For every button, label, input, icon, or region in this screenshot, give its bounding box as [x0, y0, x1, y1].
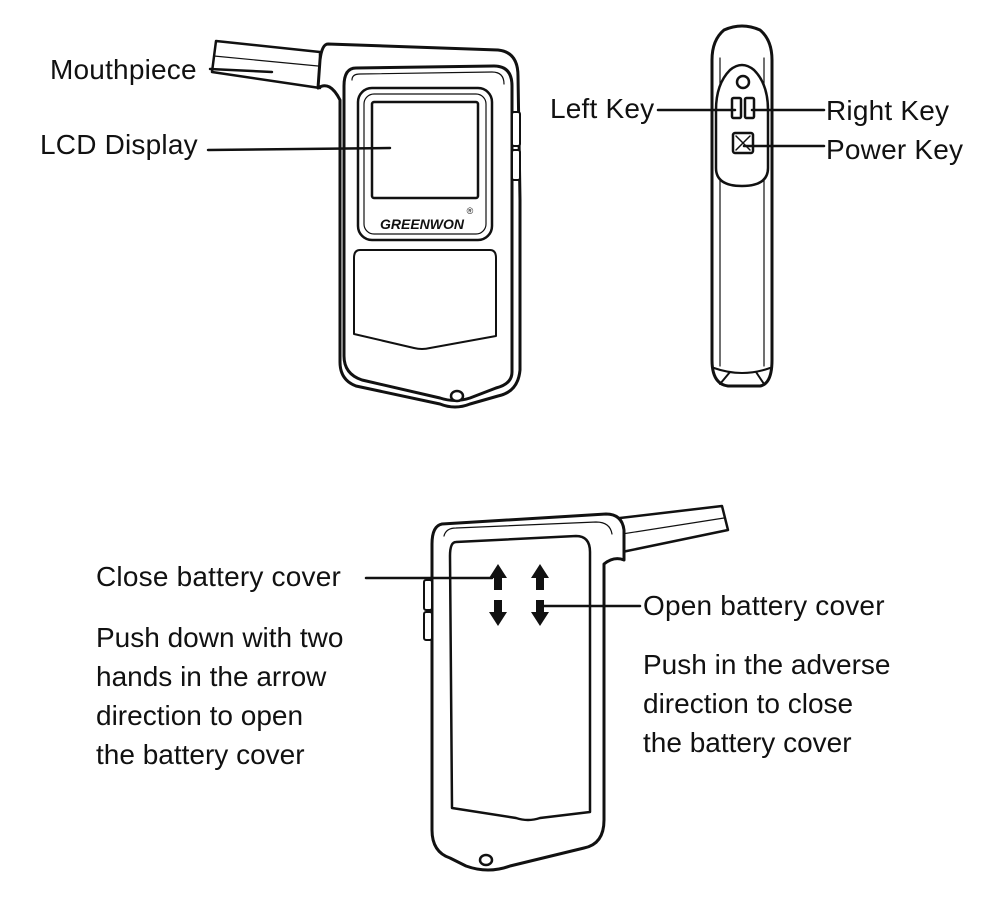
right-key-button	[743, 96, 756, 120]
label-lcd-display: LCD Display	[40, 129, 198, 160]
label-power-key: Power Key	[826, 134, 964, 165]
leader-mouthpiece	[208, 67, 274, 74]
label-right-key: Right Key	[826, 95, 950, 126]
label-close-battery-cover: Close battery cover	[96, 561, 342, 592]
arrow-up-icon	[489, 564, 549, 590]
registered-mark: ®	[467, 206, 474, 216]
left-key-button	[730, 96, 743, 120]
device-side-view	[710, 24, 774, 388]
label-mouthpiece: Mouthpiece	[50, 54, 197, 85]
instruction-line: Push in the adverse	[643, 649, 891, 680]
side-top-hole	[735, 74, 751, 90]
front-lanyard-hole	[449, 389, 465, 403]
instruction-line: the battery cover	[96, 739, 305, 770]
back-lanyard-hole	[478, 853, 494, 867]
device-front-view: GREENWON ®	[210, 39, 522, 409]
instruction-line: direction to close	[643, 688, 854, 719]
label-left-key: Left Key	[550, 93, 655, 124]
lcd-screen	[370, 100, 480, 200]
front-lower-panel	[353, 249, 497, 350]
arrow-down-icon	[489, 600, 549, 626]
back-mouthpiece-tube	[618, 504, 730, 554]
instruction-close-cover: Push in the adverse direction to close t…	[643, 645, 891, 762]
instruction-line: hands in the arrow	[96, 661, 327, 692]
back-side-button-upper	[423, 579, 433, 611]
instruction-line: Push down with two	[96, 622, 344, 653]
front-side-button-upper	[511, 111, 521, 147]
instruction-line: the battery cover	[643, 727, 852, 758]
instruction-open-cover: Push down with two hands in the arrow di…	[96, 618, 343, 774]
leader-lines	[206, 67, 826, 608]
leader-lcd-display	[206, 146, 392, 152]
instruction-line: direction to open	[96, 700, 304, 731]
side-key-housing	[714, 63, 770, 188]
label-open-battery-cover: Open battery cover	[643, 590, 885, 621]
back-side-button-lower	[423, 611, 433, 641]
front-side-button-lower	[511, 149, 521, 181]
brand-logo: GREENWON	[380, 216, 465, 232]
mouthpiece-tube	[210, 39, 322, 90]
